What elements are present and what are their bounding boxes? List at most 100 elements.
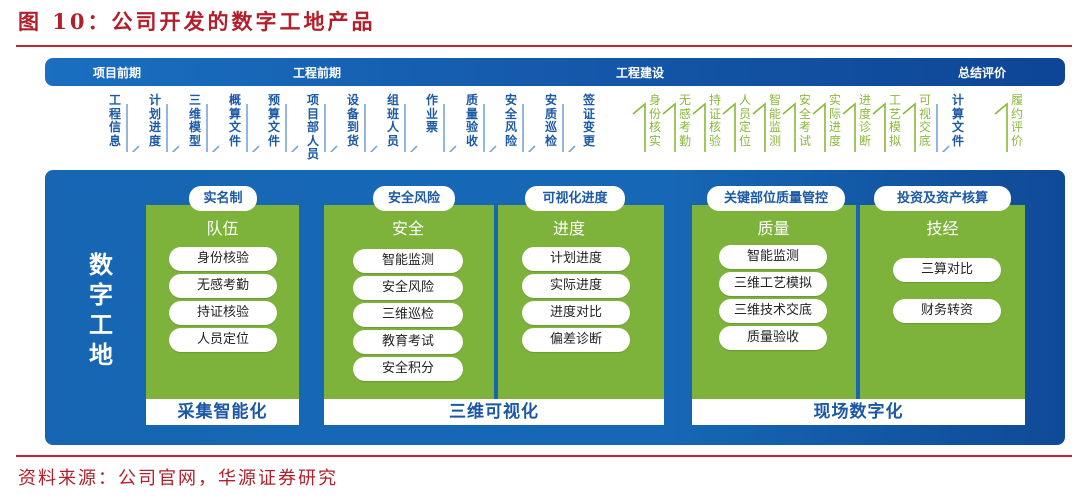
item-pill: 人员定位	[169, 328, 277, 352]
blue-separator-icon	[166, 104, 180, 152]
blue-separator-icon	[324, 104, 338, 152]
group-digitalization: 关键部位质量管控 质量 智能监测 三维工艺模拟 三维技术交底 质量验收 投资及资…	[692, 186, 1025, 425]
blue-separator-icon	[562, 104, 576, 152]
group-footer: 现场数字化	[692, 399, 1025, 425]
item-pill: 智能监测	[719, 245, 827, 269]
top-divider	[16, 45, 1072, 47]
item-pill: 实际进度	[522, 274, 630, 298]
item-pill: 三算对比	[893, 258, 1001, 282]
column-tag: 可视化进度	[525, 186, 625, 211]
green-separator-icon	[902, 102, 916, 152]
green-separator-icon	[782, 102, 796, 152]
process-step: 安全风险	[504, 93, 517, 148]
process-step: 持证核验	[708, 93, 721, 148]
item-pill: 无感考勤	[169, 274, 277, 298]
green-separator-icon	[936, 104, 950, 152]
process-step: 身份核实	[648, 93, 661, 148]
group-footer: 三维可视化	[324, 399, 664, 425]
blue-separator-icon	[632, 102, 646, 152]
blue-separator-icon	[285, 104, 299, 152]
process-step: 概算文件	[228, 93, 241, 148]
item-pill: 智能监测	[353, 249, 463, 273]
process-step: 计划进度	[148, 93, 161, 148]
phase-bar: 项目前期 工程前期 工程建设 总结评价	[45, 58, 1065, 86]
green-separator-icon	[692, 102, 706, 152]
digital-site-panel: 数字工地 实名制 队伍 身份核验 无感考勤 持证核验 人员定位 采集智能化 安全…	[45, 170, 1065, 445]
group-visualization: 安全风险 安全 智能监测 安全风险 三维巡检 教育考试 安全积分 可视化进度 进…	[324, 186, 664, 425]
blue-separator-icon	[443, 104, 457, 152]
green-separator-icon	[752, 102, 766, 152]
column-quality: 关键部位质量管控 质量 智能监测 三维工艺模拟 三维技术交底 质量验收	[692, 186, 855, 399]
blue-separator-icon	[126, 104, 140, 152]
item-pill: 身份核验	[169, 247, 277, 271]
bottom-divider	[16, 455, 1072, 457]
process-step: 工程信息	[108, 93, 121, 148]
blue-separator-icon	[522, 104, 536, 152]
process-step: 预算文件	[267, 93, 280, 148]
process-step: 安全考试	[798, 93, 811, 148]
side-title-char: 地	[89, 341, 113, 369]
column-heading: 质量	[757, 219, 790, 238]
side-title-char: 字	[89, 281, 113, 309]
process-step: 组班人员	[386, 93, 399, 148]
process-steps: 工程信息 计划进度 三维模型 概算文件 预算文件 项目部人员 设备到货 组班人员 作业票 质量验收…	[0, 93, 1086, 166]
process-step: 人员定位	[738, 93, 751, 148]
process-step: 计算文件	[951, 93, 964, 148]
column-divider	[856, 205, 860, 399]
item-pill: 安全积分	[353, 357, 463, 381]
process-step: 安质巡检	[544, 93, 557, 148]
process-step: 三维模型	[188, 93, 201, 148]
item-pill: 三维工艺模拟	[719, 272, 827, 296]
green-separator-icon	[722, 102, 736, 152]
side-title-char: 数	[89, 251, 113, 279]
column-heading: 安全	[391, 219, 424, 238]
process-step: 签证变更	[582, 93, 595, 148]
column-heading: 队伍	[206, 219, 239, 238]
blue-separator-icon	[246, 104, 260, 152]
green-separator-icon	[872, 102, 886, 152]
item-pill: 三维巡检	[353, 303, 463, 327]
item-pill: 进度对比	[522, 301, 630, 325]
column-tech-economics: 投资及资产核算 技经 三算对比 财务转资	[860, 186, 1025, 399]
blue-separator-icon	[404, 104, 418, 152]
item-pill: 偏差诊断	[522, 328, 630, 352]
process-step: 设备到货	[346, 93, 359, 148]
figure-title: 图 10：公司开发的数字工地产品	[18, 9, 376, 34]
source-note: 资料来源：公司官网，华源证券研究	[18, 468, 338, 489]
process-step: 作业票	[425, 93, 438, 134]
process-step: 履约评价	[1010, 93, 1023, 148]
blue-separator-icon	[206, 104, 220, 152]
item-pill: 质量验收	[719, 326, 827, 350]
process-step: 工艺模拟	[888, 93, 901, 148]
column-tag: 安全风险	[373, 186, 455, 211]
blue-separator-icon	[994, 102, 1008, 152]
column-safety: 安全风险 安全 智能监测 安全风险 三维巡检 教育考试 安全积分	[324, 186, 492, 399]
process-step: 项目部人员	[306, 93, 319, 161]
green-separator-icon	[842, 102, 856, 152]
item-pill: 三维技术交底	[719, 299, 827, 323]
blue-separator-icon	[483, 104, 497, 152]
process-step: 进度诊断	[858, 93, 871, 148]
column-tag: 实名制	[189, 186, 257, 211]
item-pill: 安全风险	[353, 276, 463, 300]
process-step: 质量验收	[465, 93, 478, 148]
phase-label: 工程建设	[616, 66, 665, 80]
item-pill: 持证核验	[169, 301, 277, 325]
process-step: 实际进度	[828, 93, 841, 148]
process-step: 可视交底	[918, 93, 931, 148]
column-tag: 投资及资产核算	[874, 186, 1011, 211]
column-team: 实名制 队伍 身份核验 无感考勤 持证核验 人员定位	[146, 186, 299, 399]
process-step: 无感考勤	[678, 93, 691, 148]
column-heading: 进度	[552, 219, 585, 238]
blue-separator-icon	[364, 104, 378, 152]
item-pill: 财务转资	[893, 299, 1001, 323]
column-tag: 关键部位质量管控	[707, 186, 845, 211]
process-step: 智能监测	[768, 93, 781, 148]
item-pill: 计划进度	[522, 247, 630, 271]
phase-label: 项目前期	[93, 66, 142, 80]
column-divider	[494, 205, 498, 399]
phase-label: 总结评价	[958, 66, 1007, 80]
column-progress: 可视化进度 进度 计划进度 实际进度 进度对比 偏差诊断	[498, 186, 664, 399]
column-heading: 技经	[926, 219, 959, 238]
group-footer: 采集智能化	[146, 399, 299, 425]
